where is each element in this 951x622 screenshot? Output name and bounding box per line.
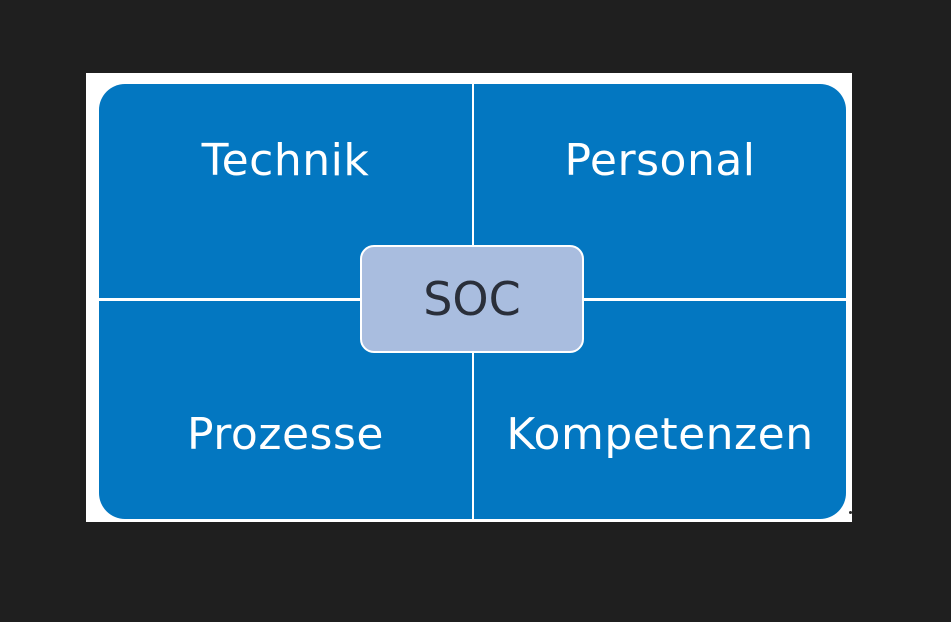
quadrant-label-personal: Personal [564, 135, 756, 186]
quadrant-technik: Technik [99, 84, 472, 298]
quadrant-label-technik: Technik [201, 135, 370, 186]
quadrant-prozesse: Prozesse [99, 301, 472, 519]
quadrant-label-prozesse: Prozesse [187, 409, 384, 460]
slide-canvas: Technik Personal Prozesse Kompetenzen SO… [86, 73, 852, 522]
center-label: SOC [423, 272, 521, 326]
quadrant-label-kompetenzen: Kompetenzen [506, 409, 814, 460]
center-box-soc: SOC [360, 245, 584, 353]
stray-dot [849, 511, 852, 514]
